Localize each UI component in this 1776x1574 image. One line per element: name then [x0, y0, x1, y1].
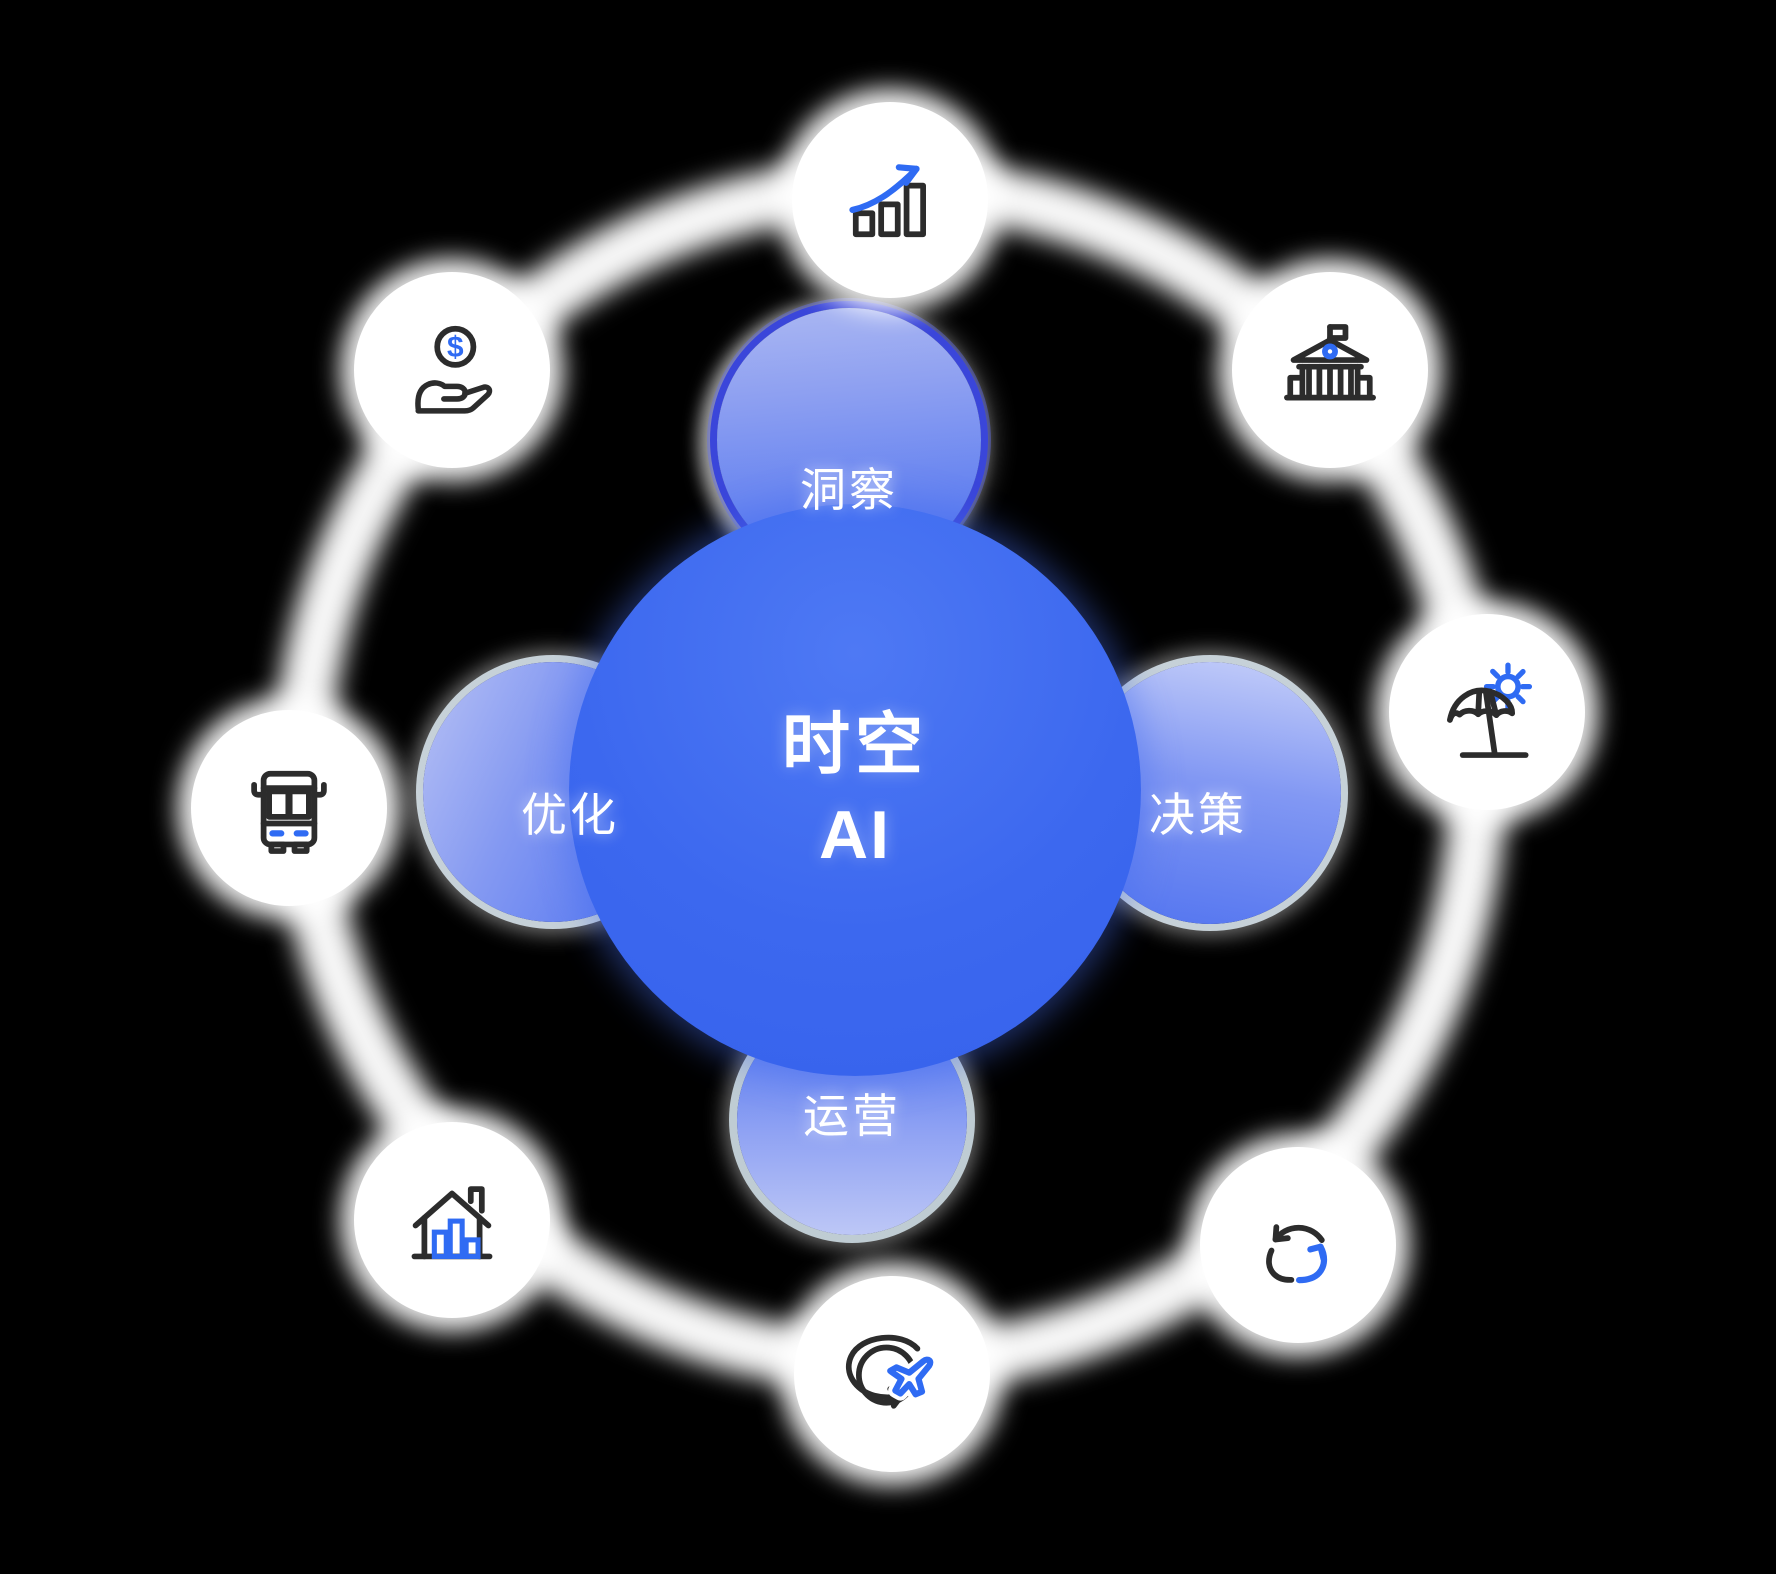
industry-node-tourism: [1389, 614, 1585, 810]
house-bar-chart-icon: [411, 1186, 493, 1260]
industry-node-growth: [792, 102, 988, 298]
industry-node-government: [1232, 272, 1428, 468]
satellite-label-operation: 运营: [803, 1090, 901, 1142]
dollar-sign: $: [447, 331, 464, 364]
beach-umbrella-sun-icon: [1447, 662, 1533, 758]
globe-airplane-icon: [846, 1334, 938, 1409]
satellite-label-optimization: 优化: [521, 789, 619, 841]
central-title-line1: 时空: [781, 707, 928, 783]
bank-building-icon: [1284, 324, 1376, 401]
industry-node-real-estate: [354, 1122, 550, 1318]
hand-dollar-coin-icon: $: [415, 325, 493, 414]
industry-node-recycling: [1200, 1147, 1396, 1343]
bus-icon: [251, 770, 327, 854]
growth-chart-icon: [849, 164, 926, 238]
satellite-label-decision: 决策: [1149, 789, 1247, 841]
central-title-line2: AI: [819, 797, 891, 873]
recycle-arrows-icon: [1266, 1224, 1328, 1284]
industry-node-finance: $: [354, 272, 550, 468]
central-ai-node: 时空 AI: [569, 504, 1141, 1076]
industry-node-transit: [191, 710, 387, 906]
industry-node-travel: [794, 1276, 990, 1472]
satellite-label-insight: 洞察: [800, 464, 898, 516]
